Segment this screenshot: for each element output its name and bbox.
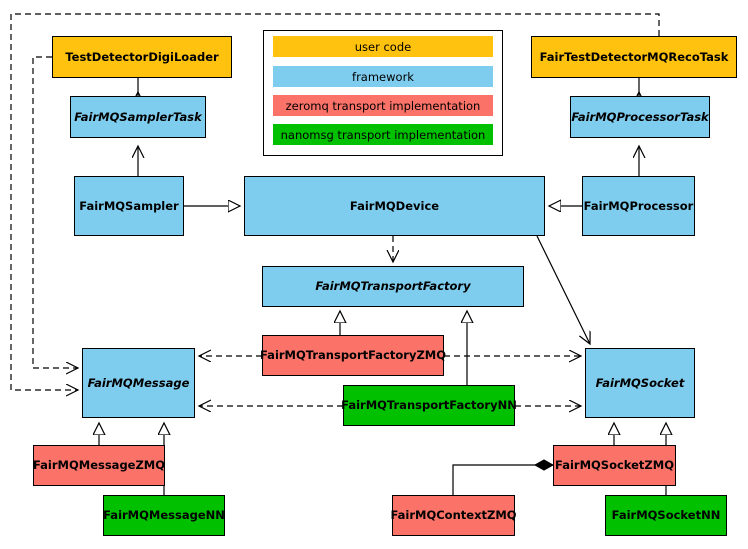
class-node-fairmqsocketnn[interactable]: FairMQSocketNN [605,495,727,536]
aggregation-diamond [533,459,555,471]
class-node-label: TestDetectorDigiLoader [65,49,219,64]
class-node-fairmqsamplertask[interactable]: FairMQSamplerTask [70,96,206,138]
class-node-fairmqmessagenn[interactable]: FairMQMessageNN [103,495,225,536]
class-node-label: FairMQSocketNN [611,508,721,523]
legend-item-label: framework [352,69,414,84]
legend-item-label: user code [354,39,412,54]
class-node-fairmqmessage[interactable]: FairMQMessage [82,348,195,418]
class-node-fairmqtransportfactoryzmq[interactable]: FairMQTransportFactoryZMQ [260,335,447,376]
class-node-testdetectordigiloader[interactable]: TestDetectorDigiLoader [52,36,232,78]
legend-item-nanomsg: nanomsg transport implementation [273,124,493,145]
class-node-fairmqprocessor[interactable]: FairMQProcessor [582,176,695,236]
legend-item-user-code: user code [273,36,493,57]
class-node-label: FairMQProcessorTask [571,109,709,124]
class-node-label: FairMQTransportFactoryNN [341,398,517,413]
class-node-fairmqtransportfactory[interactable]: FairMQTransportFactory [262,266,524,307]
class-node-label: FairMQSampler [79,198,179,213]
class-node-label: FairMQMessageNN [103,508,225,523]
class-node-fairmqsocket[interactable]: FairMQSocket [585,348,695,418]
class-node-label: FairTestDetectorMQRecoTask [539,49,729,64]
edge-device-socket [536,235,590,344]
legend-item-label: zeromq transport implementation [285,98,481,113]
class-node-label: FairMQContextZMQ [390,508,517,523]
class-node-fairmqsampler[interactable]: FairMQSampler [74,176,184,236]
class-node-label: FairMQMessage [87,375,190,390]
class-node-label: FairMQDevice [349,198,440,213]
class-node-fairmqcontextzmq[interactable]: FairMQContextZMQ [390,495,517,536]
edge-contextzmq-socketzmq [452,464,553,495]
class-node-label: FairMQProcessor [583,198,694,213]
class-node-fairtestdetectormqrecotask[interactable]: FairTestDetectorMQRecoTask [531,36,737,78]
legend-item-framework: framework [273,66,493,87]
class-node-label: FairMQSamplerTask [74,109,202,124]
class-node-label: FairMQMessageZMQ [32,458,166,473]
class-node-fairmqmessagezmq[interactable]: FairMQMessageZMQ [33,445,165,486]
class-node-label: FairMQSocket [595,375,685,390]
class-node-fairmqprocessortask[interactable]: FairMQProcessorTask [570,96,710,138]
legend-item-zeromq: zeromq transport implementation [273,95,493,116]
class-node-label: FairMQTransportFactory [315,279,471,294]
legend-item-label: nanomsg transport implementation [280,127,486,142]
class-node-fairmqtransportfactorynn[interactable]: FairMQTransportFactoryNN [341,385,517,426]
class-node-fairmqsocketzmq[interactable]: FairMQSocketZMQ [553,445,676,486]
class-node-label: FairMQSocketZMQ [555,458,674,473]
class-node-label: FairMQTransportFactoryZMQ [260,348,447,363]
class-node-fairmqdevice[interactable]: FairMQDevice [244,176,545,236]
